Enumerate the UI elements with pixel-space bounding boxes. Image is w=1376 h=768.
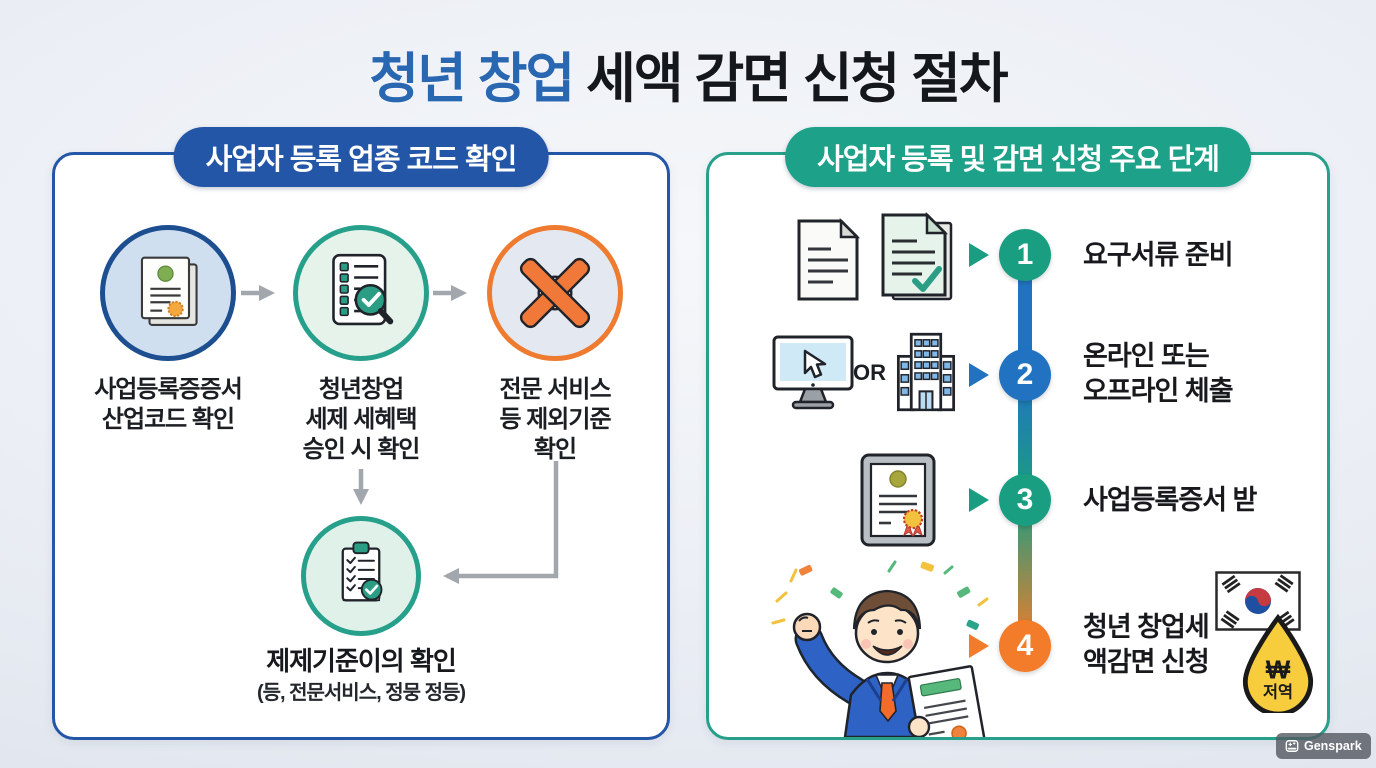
step-4-badge: 4 bbox=[999, 620, 1051, 672]
node2-label: 청년창업 세제 세혜택 승인 시 확인 bbox=[302, 376, 421, 463]
node3-label: 전문 서비스 등 제외기준 확인 bbox=[499, 376, 611, 463]
coin-label: 저역 bbox=[1263, 684, 1293, 702]
business-certificate-icon bbox=[140, 256, 198, 326]
framed-certificate-icon bbox=[860, 453, 936, 547]
confetti-icon bbox=[771, 560, 989, 630]
step-4-label: 청년 창업세 액감면 신청 bbox=[1083, 612, 1210, 678]
node-business-certificate bbox=[100, 225, 236, 361]
node-criteria-check bbox=[301, 516, 421, 636]
step-1-label: 요구서류 준비 bbox=[1083, 240, 1234, 270]
watermark-label: Genspark bbox=[1304, 739, 1362, 753]
right-panel-header: 사업자 등록 및 감면 신청 주요 단계 bbox=[785, 127, 1251, 187]
won-symbol: ₩ bbox=[1266, 654, 1291, 684]
genspark-watermark[interactable]: Genspark bbox=[1276, 733, 1371, 759]
monitor-cursor-icon bbox=[772, 335, 854, 410]
timeline-bar bbox=[1018, 255, 1032, 646]
held-certificate-icon bbox=[907, 665, 987, 737]
left-panel: 사업자 등록 업종 코드 확인 bbox=[52, 127, 670, 740]
node-exclusion bbox=[487, 225, 623, 361]
or-label: OR bbox=[853, 360, 886, 385]
clipboard-check-icon bbox=[341, 541, 383, 602]
exclusion-x-icon bbox=[519, 257, 591, 329]
result-title: 제제기준이의 확인 bbox=[266, 646, 457, 676]
result-subtitle: (등, 전문서비스, 정뭉 정등) bbox=[256, 682, 466, 704]
genspark-icon bbox=[1285, 740, 1299, 752]
step-3-label: 사업등록증서 받 bbox=[1083, 485, 1257, 515]
node1-label: 사업등록증증서 산업코드 확인 bbox=[94, 376, 243, 433]
korea-flag-icon bbox=[1215, 571, 1301, 631]
step-3-badge: 3 bbox=[999, 474, 1051, 526]
pointer-triangle-icon bbox=[969, 488, 989, 512]
celebrating-man-illustration bbox=[771, 560, 989, 737]
node-checklist-review bbox=[293, 225, 429, 361]
building-icon bbox=[896, 332, 956, 412]
pointer-triangle-icon bbox=[969, 634, 989, 658]
title-highlight: 청년 창업 bbox=[369, 49, 575, 109]
tax-drop-coin-icon: ₩ 저역 bbox=[1242, 613, 1314, 713]
document-check-icon bbox=[881, 211, 953, 301]
elbow-arrow-icon bbox=[443, 461, 559, 584]
checklist-magnifier-icon bbox=[332, 253, 394, 326]
pointer-triangle-icon bbox=[969, 363, 989, 387]
page-title: 청년 창업 세액 감면 신청 절차 bbox=[0, 34, 1376, 113]
left-panel-header: 사업자 등록 업종 코드 확인 bbox=[173, 127, 549, 187]
title-rest: 세액 감면 신청 절차 bbox=[573, 49, 1008, 109]
document-icon bbox=[797, 217, 861, 301]
step-2-label: 온라인 또는 오프라인 체출 bbox=[1083, 341, 1234, 407]
step-2-badge: 2 bbox=[999, 349, 1051, 401]
step-1-badge: 1 bbox=[999, 229, 1051, 281]
pointer-triangle-icon bbox=[969, 243, 989, 267]
right-panel: 사업자 등록 및 감면 신청 주요 단계 1 2 3 4 요구서류 준비 온라인… bbox=[706, 127, 1330, 740]
